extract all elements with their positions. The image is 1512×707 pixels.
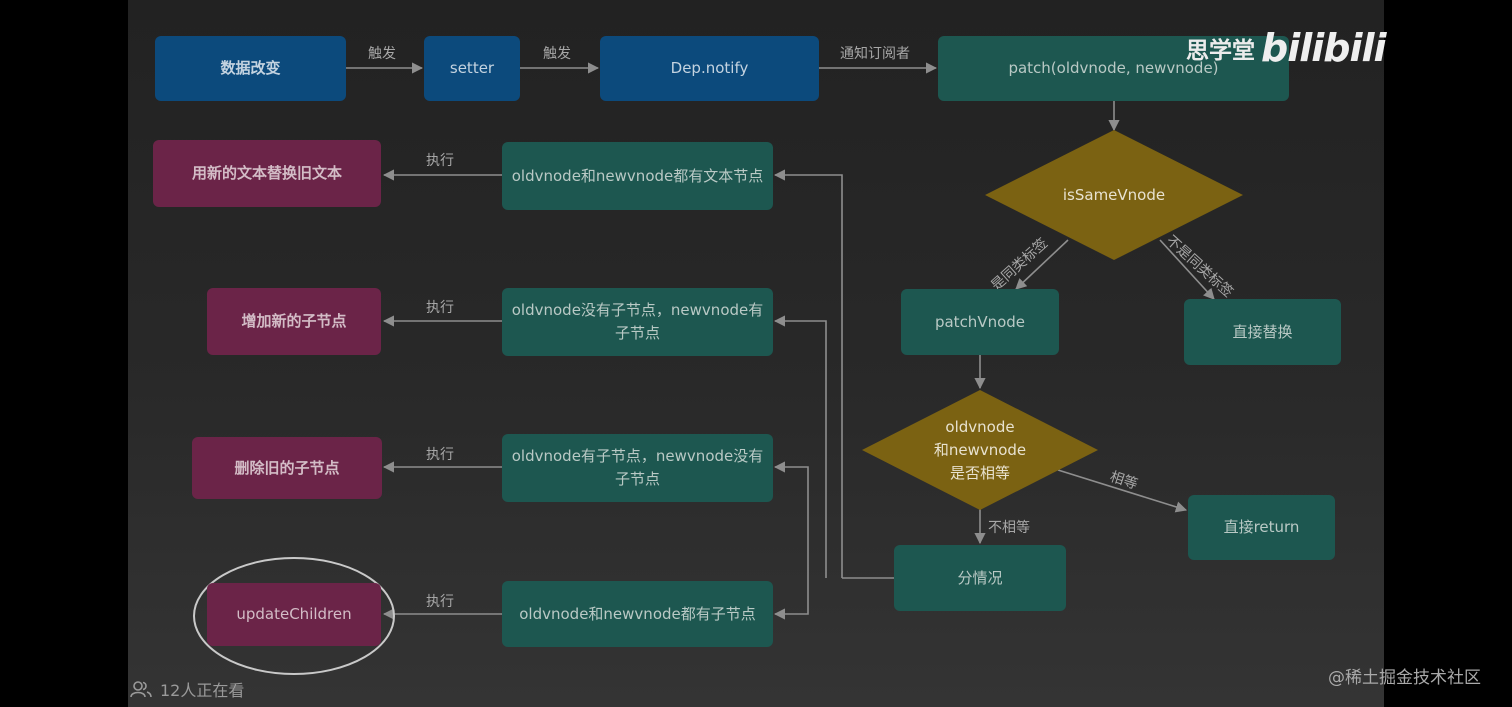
- node-case-add: oldvnode没有子节点，newvnode有子节点: [502, 288, 773, 356]
- label-exec-3: 执行: [426, 447, 454, 463]
- node-case-both: oldvnode和newvnode都有子节点: [502, 581, 773, 647]
- label-trigger-2: 触发: [543, 46, 571, 62]
- node-patch-vnode: patchVnode: [901, 289, 1059, 355]
- viewer-count: 12人正在看: [130, 677, 244, 701]
- label-not-equal: 不相等: [988, 520, 1030, 536]
- node-act-remove: 删除旧的子节点: [192, 437, 382, 499]
- node-dep-notify: Dep.notify: [600, 36, 819, 101]
- label-exec-4: 执行: [426, 594, 454, 610]
- source-watermark: @稀土掘金技术社区: [1328, 668, 1481, 688]
- node-act-add: 增加新的子节点: [207, 288, 381, 355]
- label-equal-check: oldvnode 和newvnode 是否相等: [933, 417, 1027, 482]
- node-cases: 分情况: [894, 545, 1066, 611]
- node-patch: patch(oldvnode, newvnode): [938, 36, 1289, 101]
- brand-watermark: 思学堂 bilibili: [1186, 26, 1387, 70]
- label-exec-1: 执行: [426, 153, 454, 169]
- node-case-text: oldvnode和newvnode都有文本节点: [502, 142, 773, 210]
- node-data-change: 数据改变: [155, 36, 346, 101]
- label-exec-2: 执行: [426, 300, 454, 316]
- node-case-remove: oldvnode有子节点，newvnode没有子节点: [502, 434, 773, 502]
- bilibili-logo: bilibili: [1261, 26, 1387, 70]
- node-act-update: updateChildren: [207, 583, 381, 646]
- node-setter: setter: [424, 36, 520, 101]
- node-direct-return: 直接return: [1188, 495, 1335, 560]
- node-act-text: 用新的文本替换旧文本: [153, 140, 381, 207]
- viewer-count-text: 12人正在看: [160, 681, 245, 700]
- node-replace: 直接替换: [1184, 299, 1341, 365]
- people-icon: [130, 681, 152, 698]
- brand-name: 思学堂: [1186, 38, 1255, 64]
- label-notify-subscribers: 通知订阅者: [840, 46, 910, 62]
- label-is-same-vnode: isSameVnode: [1062, 185, 1166, 204]
- label-trigger-1: 触发: [368, 46, 396, 62]
